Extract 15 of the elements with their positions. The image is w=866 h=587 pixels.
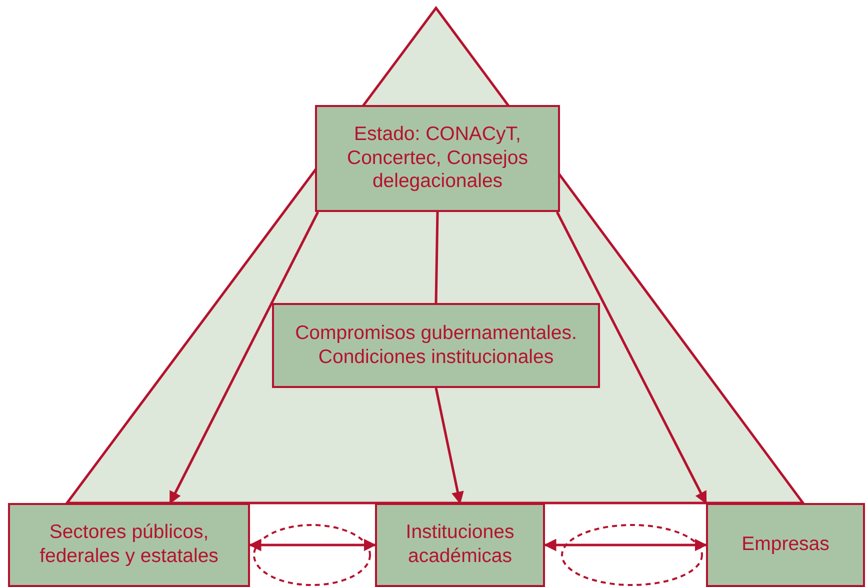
box-label: Sectores públicos, federales y estatales <box>38 521 220 569</box>
process-box <box>315 105 560 212</box>
arrow <box>556 211 708 504</box>
process-box <box>375 503 545 587</box>
process-box <box>8 503 250 587</box>
arrow <box>434 388 464 504</box>
process-box <box>272 303 600 388</box>
box-label: Instituciones académicas <box>404 521 516 569</box>
process-box <box>706 503 865 587</box>
arrow <box>544 538 708 552</box>
box-label: Estado: CONACyT, Concertec, Consejos delegacionales <box>346 122 529 194</box>
box-label: Empresas <box>742 533 830 557</box>
box-label: Compromisos gubernamentales. Condiciones institucionales <box>294 322 578 370</box>
arrow <box>169 211 320 504</box>
arrow <box>248 538 376 552</box>
